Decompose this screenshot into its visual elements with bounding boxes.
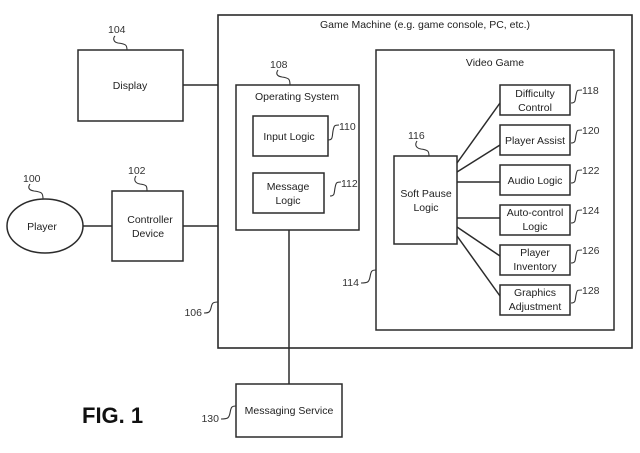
auto-control-logic-ref-leader	[570, 209, 583, 224]
game-machine: Game Machine (e.g. game console, PC, etc…	[184, 14, 633, 349]
soft-pause-logic-node: Soft Pause Logic 116	[393, 130, 458, 245]
player-inventory-node: Player Inventory 126	[499, 244, 600, 276]
controller-label-line1: Controller	[127, 214, 173, 226]
difficulty-control-label-line2: Control	[518, 102, 552, 114]
player-ref: 100	[23, 173, 41, 185]
display-node: Display 104	[77, 24, 184, 122]
player-node: Player 100	[6, 173, 84, 254]
player-assist-ref-leader	[570, 129, 583, 144]
video-game-ref-leader	[360, 269, 377, 284]
soft-pause-logic-label-line1: Soft Pause	[400, 188, 452, 200]
player-assist-node: Player Assist 120	[499, 124, 600, 156]
controller-node: Controller Device 102	[111, 165, 184, 262]
message-logic-box	[252, 172, 325, 214]
graphics-adjustment-ref: 128	[582, 285, 600, 297]
auto-control-logic-label-line2: Logic	[522, 221, 547, 233]
message-logic-node: Message Logic 112	[252, 172, 358, 214]
player-assist-box	[499, 124, 571, 156]
soft-pause-logic-ref-leader	[415, 140, 430, 157]
input-logic-label: Input Logic	[263, 131, 314, 143]
display-box	[77, 49, 184, 122]
soft-pause-logic-label-line2: Logic	[413, 202, 438, 214]
difficulty-control-ref-leader	[570, 89, 583, 104]
difficulty-control-label-line1: Difficulty	[515, 88, 555, 100]
game-machine-label: Game Machine (e.g. game console, PC, etc…	[320, 19, 530, 31]
operating-system-label: Operating System	[255, 91, 339, 103]
messaging-service-ref-leader	[220, 405, 237, 420]
input-logic-node: Input Logic 110	[252, 115, 356, 157]
game-machine-ref: 106	[184, 307, 202, 319]
player-assist-label: Player Assist	[505, 135, 565, 147]
input-logic-ref-leader	[327, 124, 340, 141]
video-game-node: Video Game 114	[342, 49, 615, 331]
auto-control-logic-box	[499, 204, 571, 236]
input-logic-ref: 110	[339, 121, 356, 133]
audio-logic-ref: 122	[582, 165, 600, 177]
message-logic-label-line2: Logic	[275, 195, 300, 207]
graphics-adjustment-node: Graphics Adjustment 128	[499, 284, 600, 316]
message-logic-ref-leader	[329, 181, 342, 197]
audio-logic-box	[499, 164, 571, 196]
player-inventory-ref-leader	[570, 249, 583, 264]
message-logic-ref: 112	[341, 178, 358, 190]
player-label: Player	[27, 221, 57, 233]
messaging-service-box	[235, 383, 343, 438]
game-machine-ref-leader	[203, 301, 219, 314]
display-label: Display	[113, 80, 148, 92]
difficulty-control-ref: 118	[582, 85, 599, 97]
edge-soft-pause-player-inventory	[456, 226, 501, 257]
auto-control-logic-ref: 124	[582, 205, 600, 217]
input-logic-box	[252, 115, 329, 157]
player-inventory-label-line2: Inventory	[513, 261, 557, 273]
messaging-service-ref: 130	[201, 413, 219, 425]
controller-label-line2: Device	[132, 228, 164, 240]
graphics-adjustment-label-line2: Adjustment	[509, 301, 562, 313]
audio-logic-ref-leader	[570, 169, 583, 184]
graphics-adjustment-ref-leader	[570, 289, 583, 304]
display-ref: 104	[108, 24, 126, 36]
controller-ref: 102	[128, 165, 146, 177]
player-assist-ref: 120	[582, 125, 600, 137]
player-inventory-label-line1: Player	[520, 247, 550, 259]
difficulty-control-node: Difficulty Control 118	[499, 84, 599, 116]
player-ref-leader	[28, 183, 44, 200]
controller-box	[111, 190, 184, 262]
operating-system-ref: 108	[270, 59, 288, 71]
graphics-adjustment-label-line1: Graphics	[514, 287, 556, 299]
video-game-ref: 114	[342, 277, 359, 289]
controller-ref-leader	[134, 175, 148, 192]
edge-soft-pause-difficulty	[456, 102, 501, 164]
audio-logic-node: Audio Logic 122	[499, 164, 600, 196]
messaging-service-label: Messaging Service	[245, 405, 334, 417]
auto-control-logic-label-line1: Auto-control	[507, 207, 564, 219]
operating-system-ref-leader	[276, 69, 291, 86]
player-inventory-box	[499, 244, 571, 276]
messaging-service-node: Messaging Service 130	[201, 383, 343, 438]
graphics-adjustment-box	[499, 284, 571, 316]
display-ref-leader	[113, 35, 128, 51]
difficulty-control-box	[499, 84, 571, 116]
soft-pause-logic-ref: 116	[408, 130, 425, 142]
game-machine-box	[217, 14, 633, 349]
video-game-label: Video Game	[466, 57, 524, 69]
figure-label: FIG. 1	[82, 403, 143, 428]
edge-soft-pause-graphics	[456, 235, 501, 297]
player-ellipse	[6, 198, 84, 254]
player-inventory-ref: 126	[582, 245, 600, 257]
message-logic-label-line1: Message	[267, 181, 310, 193]
edge-soft-pause-player-assist	[456, 144, 501, 173]
soft-pause-logic-box	[393, 155, 458, 245]
auto-control-logic-node: Auto-control Logic 124	[499, 204, 600, 236]
audio-logic-label: Audio Logic	[508, 175, 563, 187]
